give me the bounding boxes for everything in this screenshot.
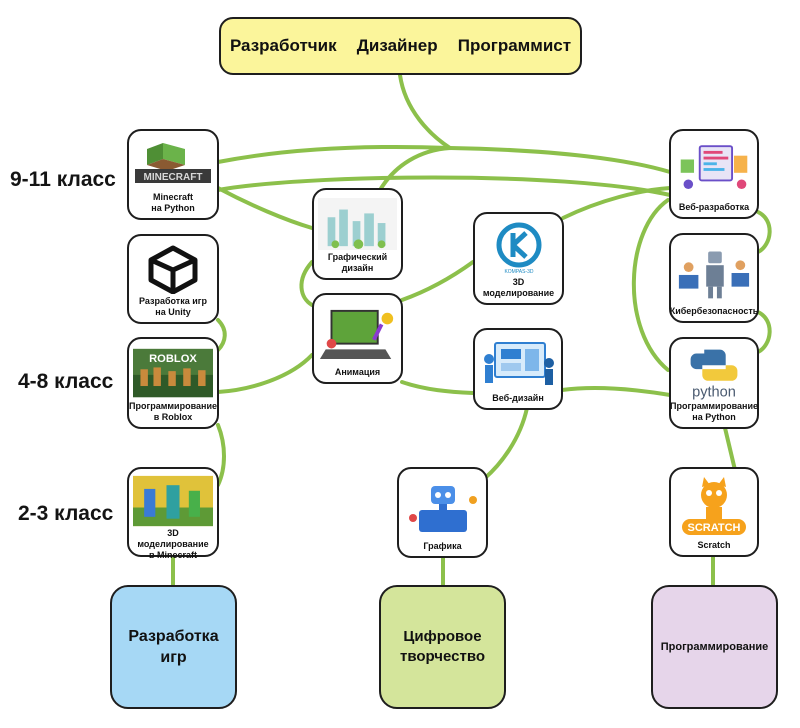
course-caption: 3D моделирование в Minecraft	[137, 528, 209, 560]
course-3d-modeling[interactable]: KOMPAS-3D 3D моделирование	[473, 212, 564, 305]
course-web-dev[interactable]: Веб-разработка	[669, 129, 759, 219]
minecraft-logo-icon: MINECRAFT	[133, 136, 213, 192]
scratch-cat-icon: SCRATCH	[675, 474, 753, 540]
course-caption: Minecraft на Python	[151, 192, 195, 213]
course-caption: Графический дизайн	[327, 252, 388, 273]
category-programming[interactable]: Программирование	[651, 585, 778, 709]
graphic-design-icon	[318, 195, 397, 252]
connector-minecraftpy-webdev	[216, 175, 672, 197]
connector-minecraftpy-graphic	[216, 186, 314, 230]
course-scratch[interactable]: SCRATCH Scratch	[669, 467, 759, 557]
python-logo-text: python	[692, 384, 736, 400]
course-caption: Программирование на Python	[670, 401, 758, 422]
course-caption: Веб-разработка	[678, 202, 750, 212]
grade-label-9-11: 9-11 класс	[10, 168, 116, 191]
course-caption: Анимация	[334, 367, 381, 377]
connector-graphic-animation	[299, 260, 314, 307]
kompas-logo-icon: KOMPAS-3D	[479, 219, 558, 277]
connector-animation-roblox	[216, 353, 314, 394]
minecraft-logo-text: MINECRAFT	[144, 172, 203, 183]
graphics-robot-icon	[403, 474, 482, 541]
course-unity[interactable]: Разработка игр на Unity	[127, 234, 219, 324]
unity-logo-icon	[133, 241, 213, 296]
category-creative[interactable]: Цифровое творчество	[379, 585, 506, 709]
category-creative-label: Цифровое творчество	[399, 628, 486, 665]
header-roles-box: Разработчик Дизайнер Программист	[219, 17, 582, 75]
connector-unity-roblox	[216, 318, 227, 352]
course-cybersecurity[interactable]: Кибербезопасность	[669, 233, 759, 323]
category-games-label: Разработка игр	[128, 628, 219, 666]
connector-roblox-minecraft3d	[216, 423, 226, 487]
roblox-logo-text: ROBLOX	[149, 352, 197, 364]
connector-cyber-python	[756, 310, 772, 354]
animation-icon	[318, 300, 397, 367]
header-title: Разработчик Дизайнер Программист	[229, 36, 572, 55]
grade-label-4-8: 4-8 класс	[18, 370, 114, 393]
course-graphics[interactable]: Графика	[397, 467, 488, 558]
web-dev-icon	[675, 136, 753, 202]
scratch-logo-text: SCRATCH	[688, 522, 741, 534]
connector-hub-graphic	[378, 146, 452, 192]
web-design-icon	[479, 335, 557, 393]
connector-python-scratch	[723, 426, 737, 472]
course-caption: Разработка игр на Unity	[138, 296, 207, 317]
kompas-logo-text: KOMPAS-3D	[504, 269, 533, 275]
course-caption: Программирование в Roblox	[129, 401, 217, 422]
connector-animation-webdesign	[400, 380, 475, 395]
course-minecraft-python[interactable]: MINECRAFT Minecraft на Python	[127, 129, 219, 220]
course-caption: Графика	[423, 541, 462, 551]
course-animation[interactable]: Анимация	[312, 293, 403, 384]
course-caption: Scratch	[697, 540, 731, 550]
course-python[interactable]: python Программирование на Python	[669, 337, 759, 429]
category-games[interactable]: Разработка игр	[110, 585, 237, 709]
connector-hub-minecraft-python	[216, 144, 452, 164]
course-roblox[interactable]: ROBLOX Программирование в Roblox	[127, 337, 219, 429]
connector-3d-webdev	[561, 186, 672, 220]
connector-animation-3d	[400, 260, 475, 302]
connector-webdesign-python	[560, 385, 672, 397]
connector-webdev-cyber	[756, 210, 772, 254]
course-web-design[interactable]: Веб-дизайн	[473, 328, 563, 410]
course-caption: Веб-дизайн	[492, 393, 544, 403]
course-caption: Кибербезопасность	[669, 306, 759, 316]
minecraft-scene-icon	[133, 474, 213, 528]
course-graphic-design[interactable]: Графический дизайн	[312, 188, 403, 280]
connector-webdev-python-inner	[631, 198, 670, 372]
course-caption: 3D моделирование	[482, 277, 555, 298]
connector-hub-webdev	[448, 146, 672, 174]
cybersecurity-icon	[675, 240, 753, 306]
connector-webdesign-graphics	[483, 406, 529, 480]
grade-label-2-3: 2-3 класс	[18, 502, 114, 525]
roblox-image-icon: ROBLOX	[133, 344, 213, 401]
connector-header-hub	[398, 73, 452, 150]
category-programming-label: Программирование	[660, 641, 769, 653]
python-logo-icon: python	[675, 344, 753, 401]
course-minecraft-3d[interactable]: 3D моделирование в Minecraft	[127, 467, 219, 560]
